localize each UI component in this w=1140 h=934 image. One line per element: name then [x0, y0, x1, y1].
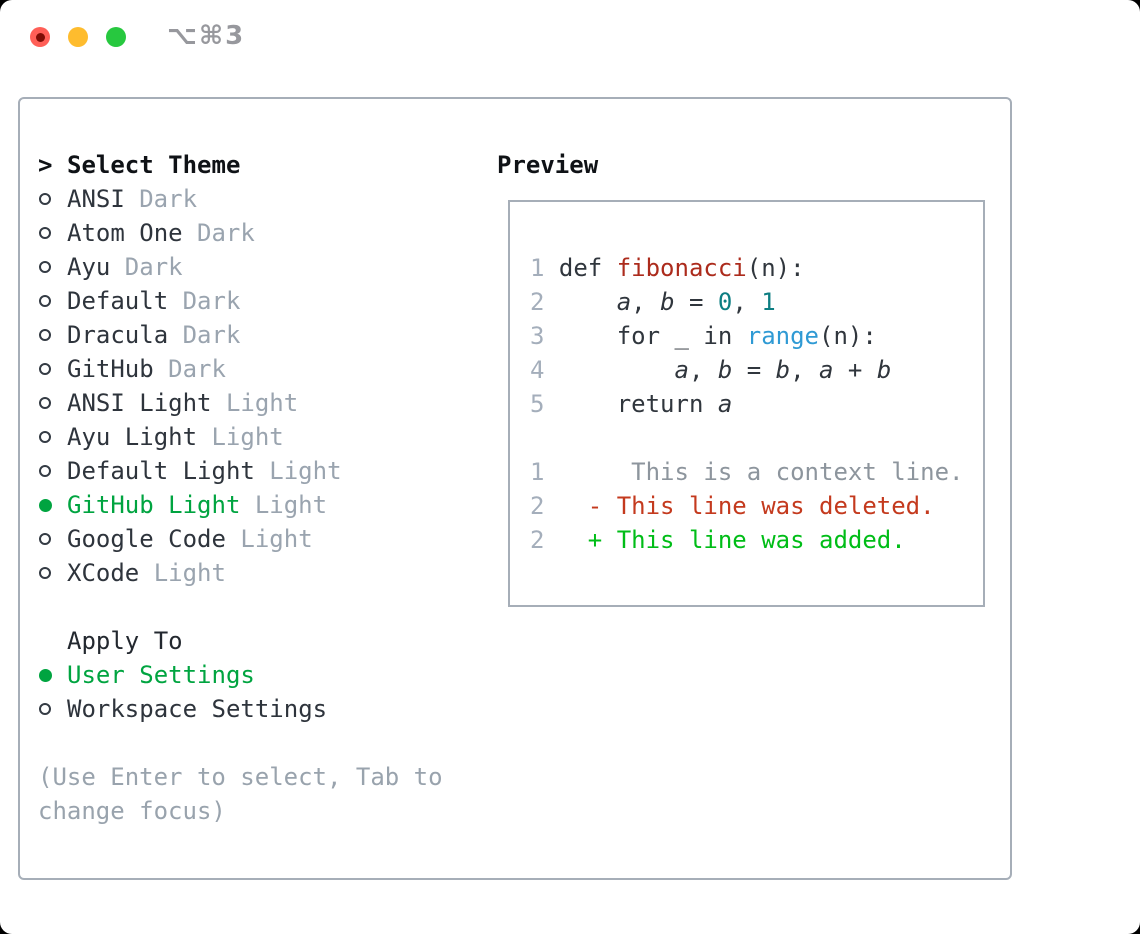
- apply-to-header: Apply To: [38, 624, 443, 658]
- apply-option[interactable]: Workspace Settings: [38, 692, 443, 726]
- theme-option[interactable]: Default Light Light: [38, 454, 443, 488]
- radio-icon: [38, 193, 67, 205]
- code-line: 1 def fibonacci(n):: [530, 254, 805, 282]
- code-preview: 1 def fibonacci(n): 2 a, b = 0, 1 3 for _ …: [530, 251, 963, 557]
- help-text-line: change focus): [38, 797, 226, 825]
- code-line: 2 a, b = 0, 1: [530, 288, 776, 316]
- radio-icon: [38, 533, 67, 545]
- option-label: XCode: [67, 559, 140, 587]
- code-line: [530, 421, 963, 455]
- radio-icon: [38, 567, 67, 579]
- radio-icon: [38, 431, 67, 443]
- help-text-line: (Use Enter to select, Tab to: [38, 763, 443, 791]
- variant-label: Light: [153, 559, 226, 587]
- code-line: 4 a, b = b, a + b: [530, 356, 892, 384]
- minimize-button[interactable]: [68, 27, 88, 47]
- code-line: 2 + This line was added.: [530, 526, 906, 554]
- radio-icon: [38, 363, 67, 375]
- variant-label: Dark: [197, 219, 255, 247]
- variant-label: Light: [269, 457, 342, 485]
- radio-icon: [38, 329, 67, 341]
- option-label: Ayu Light: [67, 423, 198, 451]
- preview-pane: 1 def fibonacci(n): 2 a, b = 0, 1 3 for _ …: [508, 200, 985, 607]
- option-label: User Settings: [67, 661, 255, 689]
- radio-selected-icon: [38, 668, 67, 682]
- variant-label: Dark: [182, 321, 241, 349]
- close-button[interactable]: [30, 27, 50, 47]
- theme-option[interactable]: Ayu Dark: [38, 250, 443, 284]
- radio-icon: [38, 261, 67, 273]
- option-label: Default: [67, 287, 169, 315]
- window-title: ⌥⌘3: [167, 21, 246, 51]
- option-label: ANSI: [67, 185, 125, 213]
- theme-option[interactable]: Dracula Dark: [38, 318, 443, 352]
- apply-to-title: Apply To: [67, 627, 183, 655]
- code-line: 1 This is a context line.: [530, 458, 964, 486]
- option-label: Default Light: [67, 457, 255, 485]
- variant-label: Light: [225, 389, 299, 417]
- titlebar: [30, 27, 126, 47]
- radio-icon: [38, 703, 67, 715]
- option-label: GitHub: [67, 355, 154, 383]
- radio-icon: [38, 295, 67, 307]
- theme-option[interactable]: Atom One Dark: [38, 216, 443, 250]
- radio-selected-icon: [38, 498, 67, 512]
- theme-option[interactable]: Default Dark: [38, 284, 443, 318]
- theme-option[interactable]: XCode Light: [38, 556, 443, 590]
- apply-option[interactable]: User Settings: [38, 658, 443, 692]
- radio-icon: [38, 227, 67, 239]
- option-label: Ayu: [67, 253, 111, 281]
- variant-label: Dark: [182, 287, 241, 315]
- focus-prompt-icon: >: [38, 151, 53, 179]
- select-theme-title: Select Theme: [67, 151, 241, 179]
- option-label: ANSI Light: [67, 389, 212, 417]
- help-text: (Use Enter to select, Tab to change focus…: [38, 760, 443, 828]
- theme-option[interactable]: GitHub Dark: [38, 352, 443, 386]
- theme-option[interactable]: ANSI Light Light: [38, 386, 443, 420]
- code-line: 2 - This line was deleted.: [530, 492, 935, 520]
- variant-label: Light: [211, 423, 284, 451]
- option-label: Workspace Settings: [67, 695, 328, 723]
- theme-option[interactable]: Google Code Light: [38, 522, 443, 556]
- preview-title: Preview: [497, 151, 599, 179]
- variant-label: Dark: [124, 253, 183, 281]
- variant-label: Dark: [139, 185, 198, 213]
- close-dot-icon: [35, 32, 45, 42]
- radio-icon: [38, 465, 67, 477]
- select-theme-header: > Select Theme: [38, 148, 443, 182]
- radio-icon: [38, 397, 67, 409]
- option-label: Dracula: [67, 321, 169, 349]
- variant-label: Light: [240, 525, 313, 553]
- theme-option[interactable]: ANSI Dark: [38, 182, 443, 216]
- option-label: Atom One: [67, 219, 183, 247]
- code-line: 5 return a: [530, 390, 733, 418]
- code-line: 3 for _ in range(n):: [530, 322, 877, 350]
- variant-label: Dark: [168, 355, 226, 383]
- option-label: Google Code: [67, 525, 226, 553]
- zoom-button[interactable]: [106, 27, 126, 47]
- theme-option[interactable]: Ayu Light Light: [38, 420, 443, 454]
- variant-label: Light: [254, 491, 328, 519]
- option-label: GitHub Light: [67, 491, 241, 519]
- theme-option[interactable]: GitHub Light Light: [38, 488, 443, 522]
